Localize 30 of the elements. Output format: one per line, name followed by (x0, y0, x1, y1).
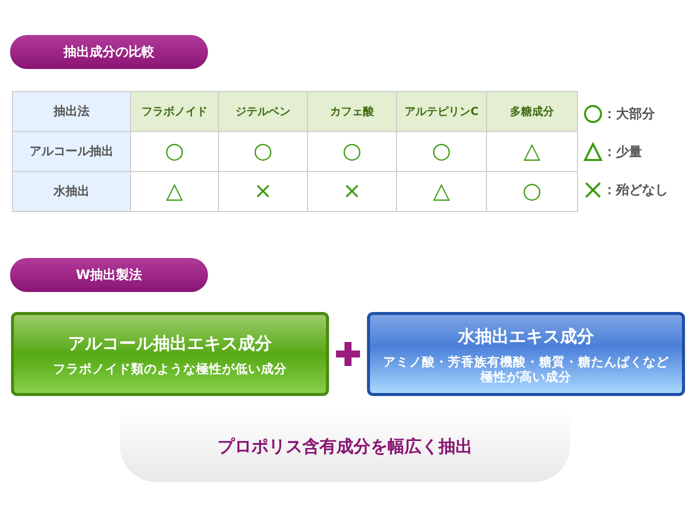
table-cell: △ (130, 172, 218, 212)
table-cell: △ (396, 172, 486, 212)
column-header: ジテルベン (218, 92, 308, 132)
box-title: アルコール抽出エキス成分 (68, 333, 272, 355)
table-cell: ○ (486, 172, 578, 212)
column-header: カフェ酸 (308, 92, 396, 132)
box-title: 水抽出エキス成分 (458, 326, 594, 348)
box-description: フラボノイド類のような極性が低い成分 (53, 361, 287, 376)
column-header: フラボノイド (130, 92, 218, 132)
table-cell: ○ (218, 132, 308, 172)
table-cell: ○ (308, 132, 396, 172)
result-text: プロポリス含有成分を幅広く抽出 (218, 436, 472, 458)
column-header: 多糖成分 (486, 92, 578, 132)
legend-text: ：殆どなし (603, 182, 668, 199)
row-header: アルコール抽出 (12, 132, 130, 172)
section-heading: 抽出成分の比較 (10, 35, 208, 69)
table-cell: × (218, 172, 308, 212)
column-header: アルテピリンC (396, 92, 486, 132)
legend-text: ：大部分 (603, 106, 655, 123)
column-header: 抽出法 (12, 92, 130, 132)
component-box (367, 312, 685, 396)
legend-text: ：少量 (603, 144, 642, 161)
table-cell: × (308, 172, 396, 212)
section-heading: W抽出製法 (10, 258, 208, 292)
row-header: 水抽出 (12, 172, 130, 212)
table-cell: ○ (130, 132, 218, 172)
table-cell: △ (486, 132, 578, 172)
component-box (11, 312, 329, 396)
table-cell: ○ (396, 132, 486, 172)
box-description: アミノ酸・芳香族有機酸・糖質・糖たんぱくなど極性が高い成分 (382, 354, 670, 384)
